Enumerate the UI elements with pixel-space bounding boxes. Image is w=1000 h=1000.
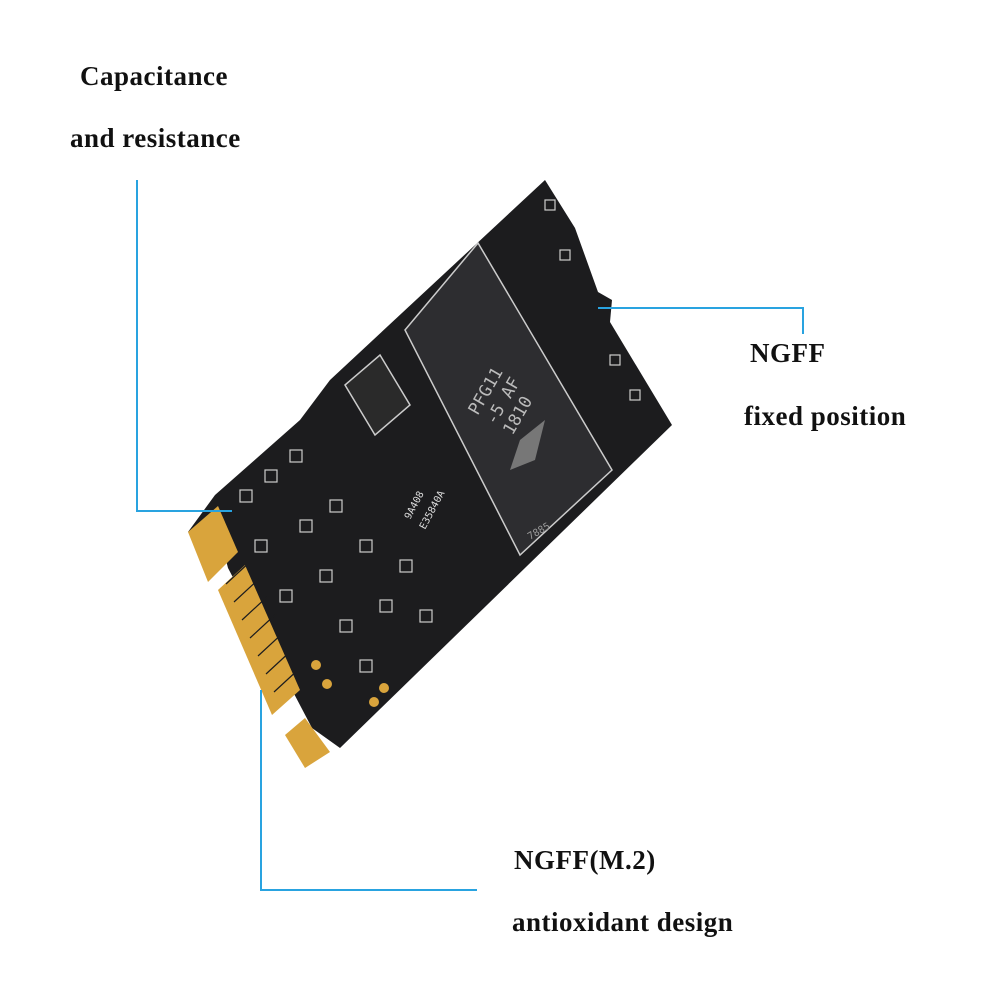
gold-connector-end: [285, 718, 330, 768]
gold-connector-small: [188, 506, 238, 582]
chip-logo-icon: [510, 420, 545, 470]
smd-components: [239, 199, 641, 673]
small-ic: [344, 353, 411, 437]
callout-m2-line2: antioxidant design: [512, 907, 734, 937]
leader-line-capacitance: [136, 180, 232, 512]
m2-ssd-board: PFG11 -5 AF 1810 7885 9A408 E35840A: [188, 180, 672, 768]
leader-line-connector: [260, 690, 477, 891]
callout-capacitance-line1: Capacitance: [80, 61, 228, 91]
connector-pins: [225, 558, 301, 693]
callout-m2-line1: NGFF(M.2): [514, 845, 656, 875]
leader-lines: [136, 180, 804, 891]
controller-chip: [404, 241, 613, 557]
callout-ngff-line2: fixed position: [744, 401, 907, 431]
pcb-board: [188, 180, 672, 748]
gold-connector-main: [218, 565, 300, 715]
callout-ngff-line1: NGFF: [750, 338, 826, 368]
callout-capacitance-line2: and resistance: [70, 123, 241, 153]
leader-line-fixed-position: [598, 307, 804, 334]
test-pads: [311, 660, 389, 707]
